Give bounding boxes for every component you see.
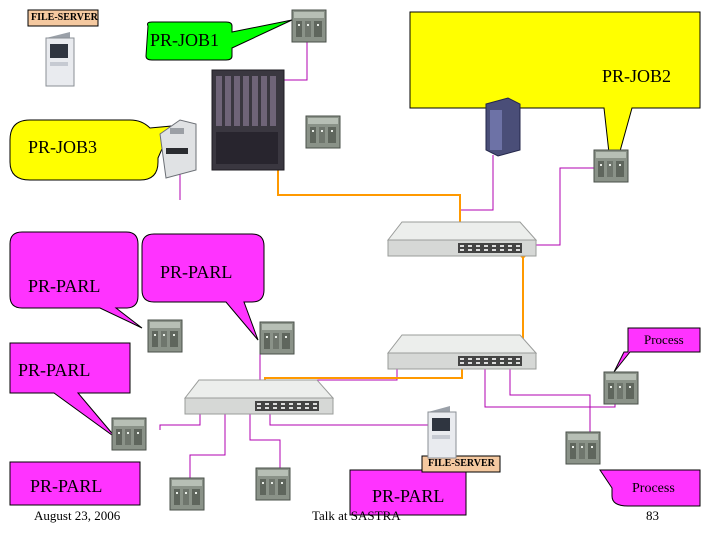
cable-left-node xyxy=(159,410,201,430)
cable-process-node xyxy=(484,365,616,408)
file-server-bottom-label: FILE-SERVER xyxy=(428,458,495,469)
cable-tower-server xyxy=(459,155,494,232)
pr-parl-mid-left-callout xyxy=(9,342,131,439)
process-bottom-label: Process xyxy=(632,481,675,496)
pr-parl-mid-left-label: PR-PARL xyxy=(18,360,91,380)
cable-pr-parl-node xyxy=(259,343,398,381)
footer-talk: Talk at SASTRA xyxy=(312,508,401,523)
file-server-icon xyxy=(427,406,457,459)
computer-node-icon xyxy=(593,149,629,183)
footer-date: August 23, 2006 xyxy=(34,508,121,523)
pr-job2-callout xyxy=(409,11,701,181)
pr-parl-center-callout xyxy=(141,233,265,341)
file-server-tag-top xyxy=(27,9,99,27)
computer-node-icon xyxy=(169,477,205,511)
computer-node-icon xyxy=(565,431,601,465)
pr-parl-center-label: PR-PARL xyxy=(160,262,233,282)
computer-node-icon xyxy=(305,115,341,149)
cable-bottom-right-node xyxy=(509,365,591,435)
router-chassis-icon xyxy=(211,69,285,171)
pr-job1-callout xyxy=(145,19,293,61)
network-switch-icon xyxy=(387,221,537,257)
network-switch-icon xyxy=(184,379,334,415)
pr-parl-left-callout xyxy=(9,231,143,329)
cable-bottom-left-node xyxy=(189,410,226,478)
pr-job1-label: PR-JOB1 xyxy=(150,30,220,50)
pr-parl-bottom-left-callout xyxy=(9,461,141,506)
pr-parl-bottom-center-label: PR-PARL xyxy=(372,486,445,506)
footer-page-number: 83 xyxy=(646,508,659,523)
printer-icon xyxy=(159,119,197,179)
computer-node-icon xyxy=(291,9,327,43)
computer-node-icon xyxy=(111,417,147,451)
pr-job2-label: PR-JOB2 xyxy=(602,66,672,86)
cable-right-node xyxy=(535,167,600,246)
cable-top-node xyxy=(282,30,308,81)
process-bottom-callout xyxy=(599,469,701,507)
file-server-tag-bottom xyxy=(421,455,501,473)
file-server-top-label: FILE-SERVER xyxy=(31,12,98,23)
file-server-icon xyxy=(45,32,75,87)
computer-node-icon xyxy=(255,467,291,501)
tower-server-icon xyxy=(485,97,521,157)
computer-node-icon xyxy=(259,321,295,355)
process-top-label: Process xyxy=(644,332,684,347)
cable-bottom-center-node xyxy=(249,410,281,470)
pr-parl-bottom-left-label: PR-PARL xyxy=(30,476,103,496)
computer-node-icon xyxy=(603,371,639,405)
pr-job3-callout xyxy=(9,119,173,181)
pr-parl-left-label: PR-PARL xyxy=(28,276,101,296)
pr-job3-label: PR-JOB3 xyxy=(28,137,98,157)
network-switch-icon xyxy=(387,334,537,370)
computer-node-icon xyxy=(147,319,183,353)
process-top-callout xyxy=(613,327,701,373)
